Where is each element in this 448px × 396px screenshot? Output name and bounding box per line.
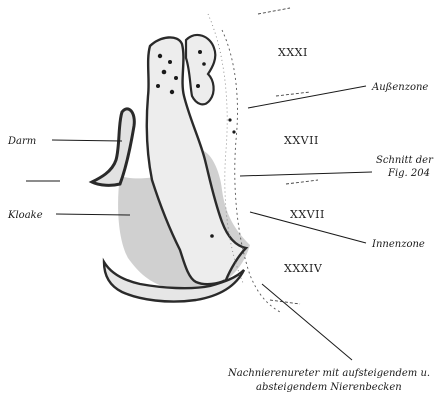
schnitt-label-line2: Fig. 204 — [387, 168, 430, 179]
pelvis-bud — [186, 35, 215, 104]
aussenzone-leader — [248, 86, 366, 108]
darm-label: Darm — [7, 136, 36, 147]
caption-line2: absteigendem Nierenbecken — [256, 382, 402, 393]
segment-label-2: XXVII — [284, 134, 319, 147]
caption-line1: Nachnierenureter mit aufsteigendem u. — [227, 368, 430, 379]
aussenzone-label: Außenzone — [371, 82, 428, 93]
segment-label-1: XXXI — [278, 46, 308, 59]
innenzone-label: Innenzone — [371, 239, 425, 250]
segment-label-4: XXXIV — [284, 262, 323, 275]
darm-leader — [52, 140, 122, 141]
segment-label-3: XXVII — [290, 208, 325, 221]
kloake-label: Kloake — [7, 210, 43, 221]
schnitt-label-line1: Schnitt der — [376, 155, 434, 166]
schnitt-leader — [240, 172, 372, 176]
darm-tube — [92, 109, 134, 185]
caption-leader — [262, 284, 352, 360]
